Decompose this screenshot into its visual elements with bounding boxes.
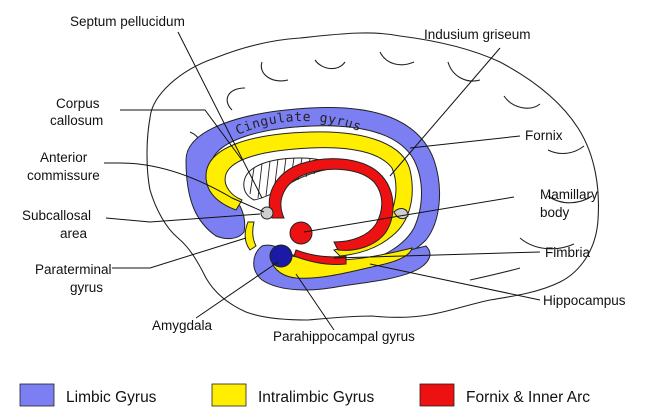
label-amygdala: Amygdala [152,318,213,333]
label-fornix: Fornix [525,128,563,143]
legend-label-limbic: Limbic Gyrus [66,389,157,406]
mamillary-body [290,222,312,244]
sulcus [504,96,540,108]
label-mamillary-body-line1: Mamillary [540,187,598,202]
label-corpus-callosum-line2: callosum [50,113,103,128]
legend-swatch-fornix [420,384,454,406]
legend-swatch-intralimbic [212,384,246,406]
legend-label-fornix: Fornix & Inner Arc [466,389,590,406]
sulcus [548,146,584,153]
legend-swatch-limbic [20,384,54,406]
legend-label-intralimbic: Intralimbic Gyrus [258,389,375,406]
sulcus [315,60,345,69]
legend: Limbic Gyrus Intralimbic Gyrus Fornix & … [20,384,590,406]
sulcus [227,88,245,110]
label-subcallosal-area-line2: area [60,226,88,241]
label-subcallosal-area-line1: Subcallosal [22,208,91,223]
label-paraterminal-gyrus-line2: gyrus [70,280,103,295]
label-anterior-commissure-line1: Anterior [40,150,88,165]
label-mamillary-body-line2: body [540,205,570,220]
label-parahippocampal-gyrus: Parahippocampal gyrus [273,329,415,344]
label-septum-pellucidum: Septum pellucidum [70,14,185,29]
label-fimbria: Fimbria [545,245,590,260]
sulcus [448,62,480,81]
sulcus [261,62,288,81]
sulcus [470,268,520,280]
fornix-arc [269,159,393,251]
paraterminal-region [245,222,256,250]
label-indusium-griseum: Indusium griseum [424,27,531,42]
label-hippocampus: Hippocampus [543,293,626,308]
label-corpus-callosum-line1: Corpus [56,96,100,111]
anterior-commissure [261,207,273,219]
amygdala [270,245,292,267]
sulcus [380,52,414,65]
label-paraterminal-gyrus-line1: Paraterminal [35,262,112,277]
label-anterior-commissure-line2: commissure [27,168,100,183]
